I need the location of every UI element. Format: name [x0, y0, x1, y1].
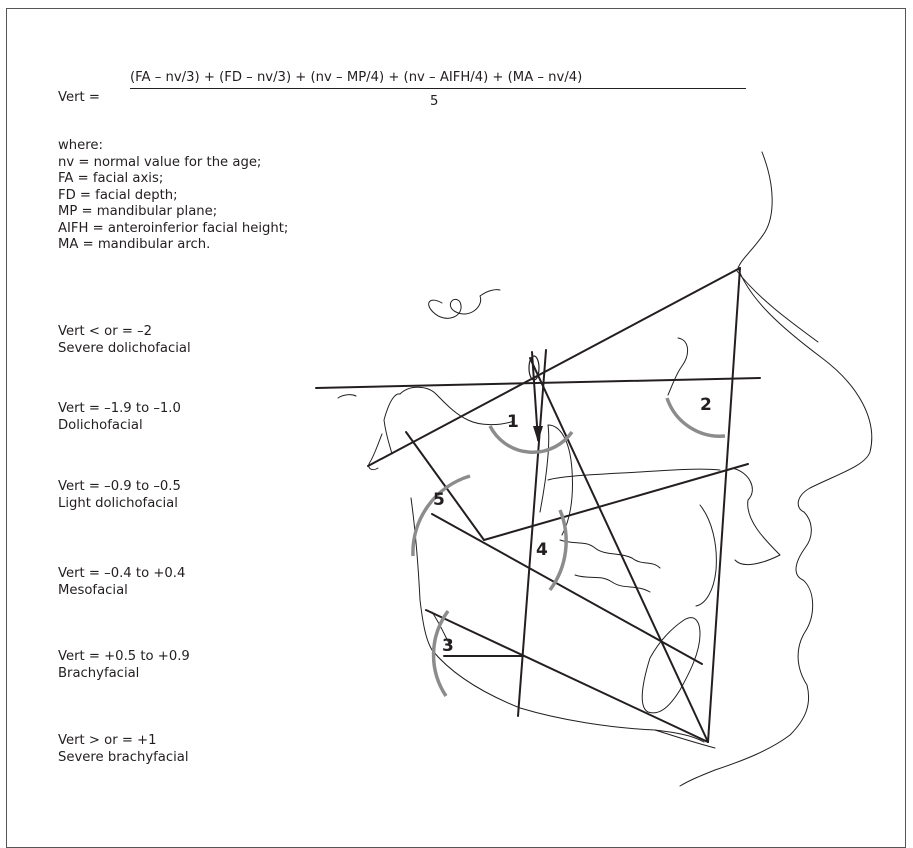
angle-arcs: [411, 397, 726, 697]
pterygoid-vertical-line: [517, 349, 547, 717]
definition-item: MA = mandibular arch.: [58, 237, 211, 252]
tooth-lower-incisor: [641, 617, 701, 714]
classification-severe-dolichofacial: Vert < or = –2 Severe dolichofacial: [58, 323, 191, 357]
angle-label-3: 3: [442, 636, 454, 656]
classification-mesofacial: Vert = –0.4 to +0.4 Mesofacial: [58, 565, 185, 599]
corpus-axis-line: [431, 513, 703, 665]
classification-severe-brachyfacial: Vert > or = +1 Severe brachyfacial: [58, 732, 189, 766]
definitions-block: where: nv = normal value for the age; FA…: [58, 138, 288, 254]
formula-lhs: Vert =: [58, 90, 100, 105]
pterygoid-ellipse: [528, 355, 540, 381]
skull-outline: [337, 151, 873, 787]
definition-item: AIFH = anteroinferior facial height;: [58, 220, 289, 236]
mandible-outline: [410, 497, 705, 743]
nasal-tip-outline: [731, 467, 781, 566]
classification-label: Light dolichofacial: [58, 496, 178, 511]
angle-arc-2: [665, 397, 726, 438]
definition-item: FA = facial axis;: [58, 171, 164, 186]
basion-hook: [368, 433, 383, 471]
classification-label: Severe brachyfacial: [58, 750, 189, 765]
definition-item: FD = facial depth;: [58, 187, 178, 203]
classification-label: Mesofacial: [58, 583, 128, 598]
ear-mark: [337, 394, 357, 399]
classification-label: Dolichofacial: [58, 418, 143, 433]
angle-label-1: 1: [507, 412, 519, 432]
frankfort-horizontal-line: [315, 377, 761, 389]
facial-plane-line: [707, 267, 741, 743]
angle-labels: 1 2 3 4 5: [433, 395, 712, 656]
cephalometric-lines: [315, 267, 761, 743]
angle-label-4: 4: [536, 540, 548, 560]
classification-label: Severe dolichofacial: [58, 341, 191, 356]
classification-range: Vert = –0.4 to +0.4: [58, 566, 186, 581]
ba-n-line: [367, 267, 741, 467]
facial-axis-line: [529, 357, 709, 743]
fraction-bar: [130, 88, 746, 89]
angle-label-5: 5: [433, 490, 445, 510]
mastoid-lower: [383, 393, 401, 455]
classification-range: Vert > or = +1: [58, 733, 157, 748]
palate-outline: [539, 424, 573, 536]
cephalometric-diagram: 1 2 3 4 5: [315, 151, 873, 787]
classification-range: Vert < or = –2: [58, 324, 153, 339]
classification-range: Vert = –0.9 to –0.5: [58, 479, 181, 494]
definition-item: MP = mandibular plane;: [58, 204, 218, 219]
classification-brachyfacial: Vert = +0.5 to +0.9 Brachyfacial: [58, 648, 190, 682]
formula-numerator: (FA – nv/3) + (FD – nv/3) + (nv – MP/4) …: [130, 70, 583, 85]
ramus-inner: [431, 611, 451, 646]
mandibular-plane-line: [425, 609, 709, 743]
mastoid-outline: [399, 386, 515, 426]
angle-arc-4: [548, 509, 568, 592]
figure-frame: [6, 8, 906, 848]
classification-range: Vert = –1.9 to –1.0: [58, 401, 181, 416]
angle-arc-3: [431, 609, 450, 697]
classification-label: Brachyfacial: [58, 666, 140, 681]
maxilla-outline: [547, 468, 721, 481]
classification-light-dolichofacial: Vert = –0.9 to –0.5 Light dolichofacial: [58, 478, 181, 512]
formula-denominator: 5: [430, 94, 439, 109]
angle-label-2: 2: [700, 395, 712, 415]
classification-dolichofacial: Vert = –1.9 to –1.0 Dolichofacial: [58, 400, 181, 434]
palatal-line: [483, 463, 749, 541]
angle-arc-5: [411, 474, 471, 557]
definitions-heading: where:: [58, 138, 103, 153]
orbit-outline: [667, 337, 688, 396]
angle-arc-1: [488, 425, 574, 454]
tooth-upper-incisor: [695, 504, 717, 607]
arrow-head: [533, 426, 543, 442]
definition-item: nv = normal value for the age;: [58, 154, 262, 170]
ramus-line: [405, 431, 485, 541]
classification-range: Vert = +0.5 to +0.9: [58, 649, 190, 664]
chin-outline: [654, 729, 716, 749]
nasal-outline: [736, 270, 819, 343]
sella-scribble: [428, 289, 501, 319]
teeth-crowns: [559, 539, 661, 593]
arrow-shaft: [531, 351, 539, 441]
